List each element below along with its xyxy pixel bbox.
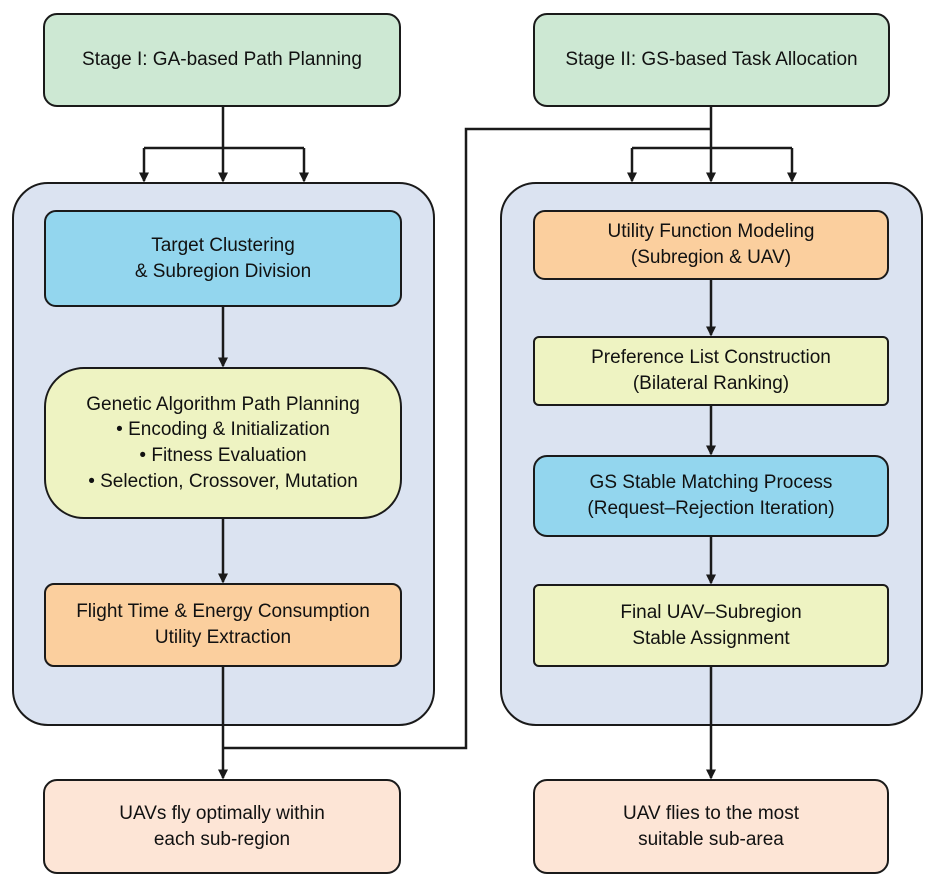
box-line: Preference List Construction bbox=[591, 347, 831, 369]
box-line: suitable sub-area bbox=[638, 828, 784, 850]
box-line: (Bilateral Ranking) bbox=[632, 373, 790, 394]
stage2-header: Stage II: GS-based Task Allocation bbox=[533, 13, 890, 107]
cross-stage-link-line bbox=[223, 127, 711, 750]
box-line: UAVs fly optimally within bbox=[119, 802, 325, 824]
box-line: Utility Function Modeling bbox=[607, 221, 815, 243]
utility-modeling-box: Utility Function Modeling (Subregion & U… bbox=[533, 210, 889, 280]
box-line: Final UAV–Subregion bbox=[620, 601, 802, 623]
stage2-title: Stage II: GS-based Task Allocation bbox=[565, 49, 858, 71]
box-line: • Selection, Crossover, Mutation bbox=[88, 470, 358, 492]
box-line: • Encoding & Initialization bbox=[116, 419, 330, 441]
final-assignment-box: Final UAV–Subregion Stable Assignment bbox=[533, 584, 889, 667]
preference-list-box: Preference List Construction (Bilateral … bbox=[533, 336, 889, 406]
gs-matching-box: GS Stable Matching Process (Request–Reje… bbox=[533, 455, 889, 537]
genetic-algorithm-box: Genetic Algorithm Path Planning • Encodi… bbox=[44, 367, 402, 519]
box-line: UAV flies to the most bbox=[623, 802, 799, 824]
box-line: • Fitness Evaluation bbox=[139, 445, 307, 466]
box-line: Stable Assignment bbox=[632, 627, 790, 649]
box-line: & Subregion Division bbox=[134, 260, 312, 282]
box-line: Genetic Algorithm Path Planning bbox=[86, 393, 360, 415]
box-line: (Subregion & UAV) bbox=[630, 247, 792, 268]
box-line: Utility Extraction bbox=[154, 627, 292, 648]
box-line: GS Stable Matching Process bbox=[589, 472, 833, 494]
utility-extraction-box: Flight Time & Energy Consumption Utility… bbox=[44, 583, 402, 667]
box-line: Flight Time & Energy Consumption bbox=[76, 601, 370, 623]
stage2-outcome-box: UAV flies to the most suitable sub-area bbox=[533, 779, 889, 874]
stage1-header: Stage I: GA-based Path Planning bbox=[43, 13, 401, 107]
box-line: Target Clustering bbox=[151, 234, 295, 256]
stage1-title: Stage I: GA-based Path Planning bbox=[82, 49, 362, 71]
box-line: (Request–Rejection Iteration) bbox=[587, 498, 835, 519]
box-line: each sub-region bbox=[153, 828, 291, 850]
stage1-outcome-box: UAVs fly optimally within each sub-regio… bbox=[43, 779, 401, 874]
target-clustering-box: Target Clustering & Subregion Division bbox=[44, 210, 402, 307]
